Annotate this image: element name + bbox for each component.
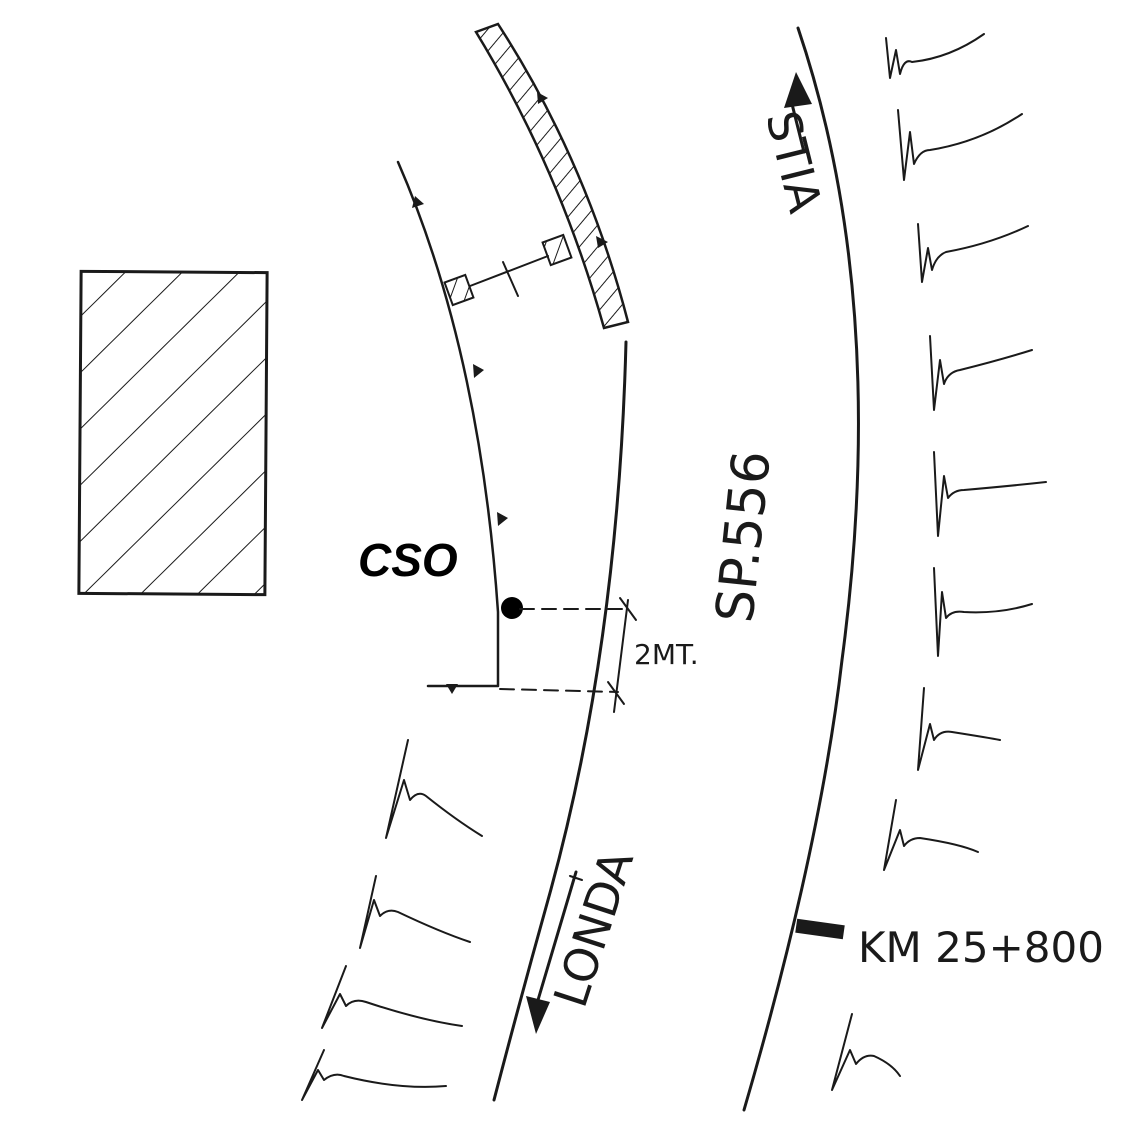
kilometre-label: KM 25+800 xyxy=(858,923,1104,972)
road-edge-near xyxy=(492,340,628,1102)
direction-label-north: STIA xyxy=(755,106,832,219)
boundary-connector xyxy=(443,233,573,307)
road-edge-far xyxy=(742,26,860,1112)
distance-label: 2MT. xyxy=(634,638,699,671)
boundary-markers xyxy=(412,92,608,694)
direction-arrow-south xyxy=(526,870,583,1034)
cso-point xyxy=(501,597,523,619)
direction-arrow-north xyxy=(784,72,812,154)
distance-dimension xyxy=(499,597,637,713)
hatched-wall xyxy=(474,22,630,330)
vegetation-left xyxy=(301,739,483,1101)
cso-label: CSO xyxy=(358,534,458,586)
kilometre-marker xyxy=(795,918,845,940)
building-block xyxy=(77,269,269,597)
property-boundary-line xyxy=(396,160,500,688)
road-name-label: SP.556 xyxy=(705,448,783,625)
vegetation-right xyxy=(831,33,1047,1091)
